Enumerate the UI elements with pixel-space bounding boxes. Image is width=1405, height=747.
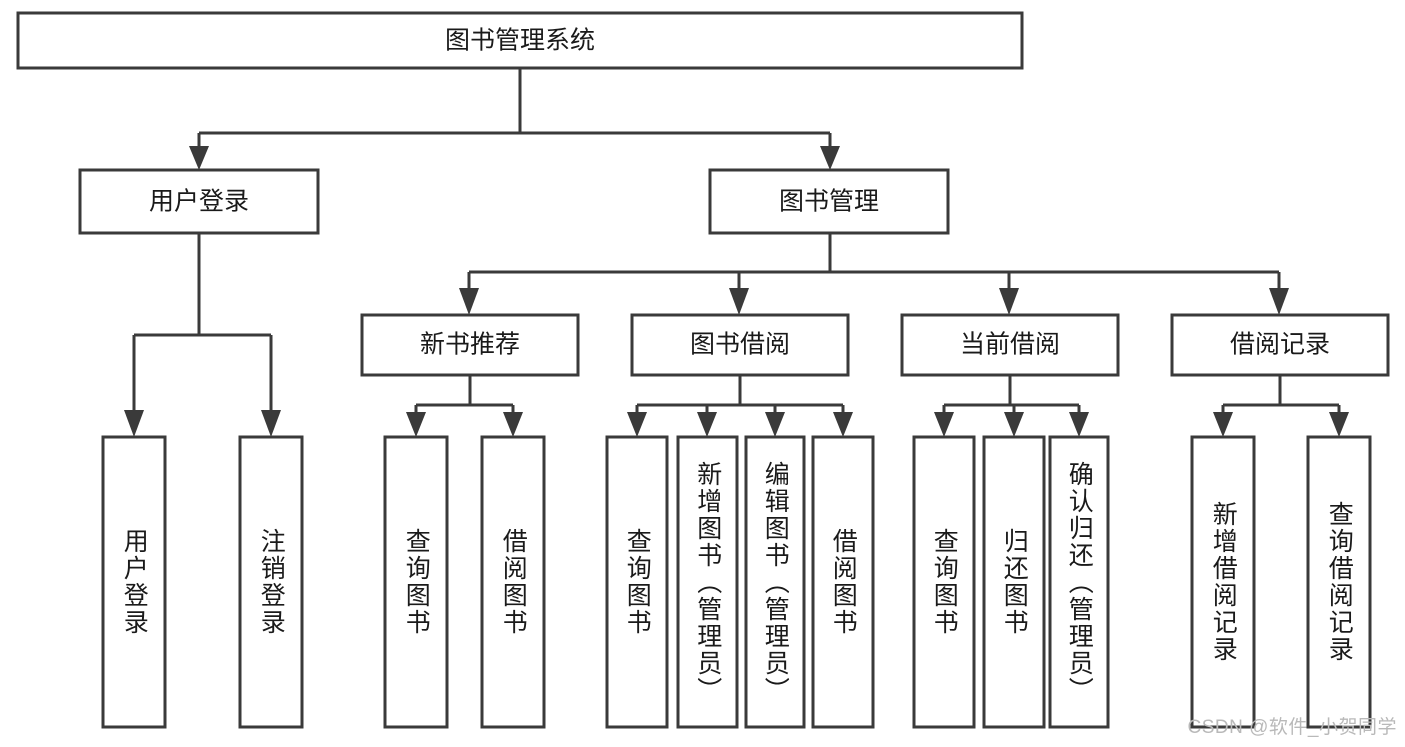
node-borrow-record[interactable]: 借阅记录 — [1170, 313, 1390, 377]
leaf-confirm-return-box[interactable] — [1048, 435, 1110, 729]
node-book-borrow[interactable]: 图书借阅 — [630, 313, 850, 377]
node-user-login-box[interactable] — [78, 168, 320, 235]
leaf-add-book-box[interactable] — [676, 435, 739, 729]
node-book-manage-label: 图书管理 — [779, 188, 879, 216]
node-new-book-recommend[interactable]: 新书推荐 — [360, 313, 580, 377]
arrow-head-leaf-add-book — [697, 412, 717, 437]
edge-group-root — [189, 68, 840, 170]
arrow-head-leaf-edit-book — [765, 412, 785, 437]
arrow-head-leaf-query-book-1 — [406, 412, 426, 437]
node-current-borrow-label: 当前借阅 — [960, 331, 1060, 359]
node-user-login[interactable]: 用户登录 — [78, 168, 320, 235]
node-new-book-recommend-box[interactable] — [360, 313, 580, 377]
node-new-book-recommend-label: 新书推荐 — [420, 331, 520, 359]
leaf-box-group — [101, 435, 1372, 729]
leaf-return-book-box[interactable] — [982, 435, 1046, 729]
node-root-label: 图书管理系统 — [445, 27, 595, 55]
arrow-head-leaf-query-record — [1329, 412, 1349, 437]
node-borrow-record-box[interactable] — [1170, 313, 1390, 377]
leaf-logout-box[interactable] — [238, 435, 304, 729]
arrow-head-book-borrow — [729, 288, 749, 315]
edge-group-book-manage — [459, 233, 1289, 315]
node-book-borrow-box[interactable] — [630, 313, 850, 377]
edge-group-book-borrow — [627, 375, 853, 437]
arrow-head-leaf-borrow-book-1 — [503, 412, 523, 437]
arrow-head-leaf-return-book — [1004, 412, 1024, 437]
leaf-query-record-box[interactable] — [1306, 435, 1372, 729]
edge-group-borrow-record — [1213, 375, 1349, 437]
arrow-head-leaf-user-login — [124, 410, 144, 437]
node-current-borrow-box[interactable] — [900, 313, 1120, 377]
arrow-head-leaf-confirm-return — [1069, 412, 1089, 437]
node-user-login-label: 用户登录 — [149, 188, 249, 216]
node-current-borrow[interactable]: 当前借阅 — [900, 313, 1120, 377]
arrow-head-book-manage — [820, 146, 840, 170]
csdn-watermark: CSDN @软件_小贺同学 — [1187, 717, 1397, 738]
arrow-head-new-book-recommend — [459, 288, 479, 315]
leaf-add-record-box[interactable] — [1190, 435, 1256, 729]
arrow-head-leaf-borrow-book-2 — [833, 412, 853, 437]
arrow-head-leaf-query-book-2 — [627, 412, 647, 437]
arrow-head-current-borrow — [999, 288, 1019, 315]
leaf-edit-book-box[interactable] — [744, 435, 806, 729]
node-root[interactable]: 图书管理系统 — [16, 11, 1024, 70]
arrow-head-leaf-query-book-3 — [934, 412, 954, 437]
edge-group-current-borrow — [934, 375, 1089, 437]
node-root-box[interactable] — [16, 11, 1024, 70]
leaf-user-login-box[interactable] — [101, 435, 167, 729]
node-book-borrow-label: 图书借阅 — [690, 331, 790, 359]
arrow-head-leaf-logout — [261, 410, 281, 437]
arrow-head-borrow-record — [1269, 288, 1289, 315]
leaf-query-book-3-box[interactable] — [912, 435, 976, 729]
node-book-manage[interactable]: 图书管理 — [708, 168, 950, 235]
node-book-manage-box[interactable] — [708, 168, 950, 235]
arrow-head-leaf-add-record — [1213, 412, 1233, 437]
arrow-head-user-login — [189, 146, 209, 170]
leaf-borrow-book-1-box[interactable] — [480, 435, 546, 729]
edge-group-user-login — [124, 233, 281, 437]
leaf-query-book-2-box[interactable] — [605, 435, 669, 729]
leaf-borrow-book-2-box[interactable] — [811, 435, 875, 729]
leaf-query-book-1-box[interactable] — [383, 435, 449, 729]
node-borrow-record-label: 借阅记录 — [1230, 331, 1330, 359]
edge-group-new-book-recommend — [406, 375, 523, 437]
